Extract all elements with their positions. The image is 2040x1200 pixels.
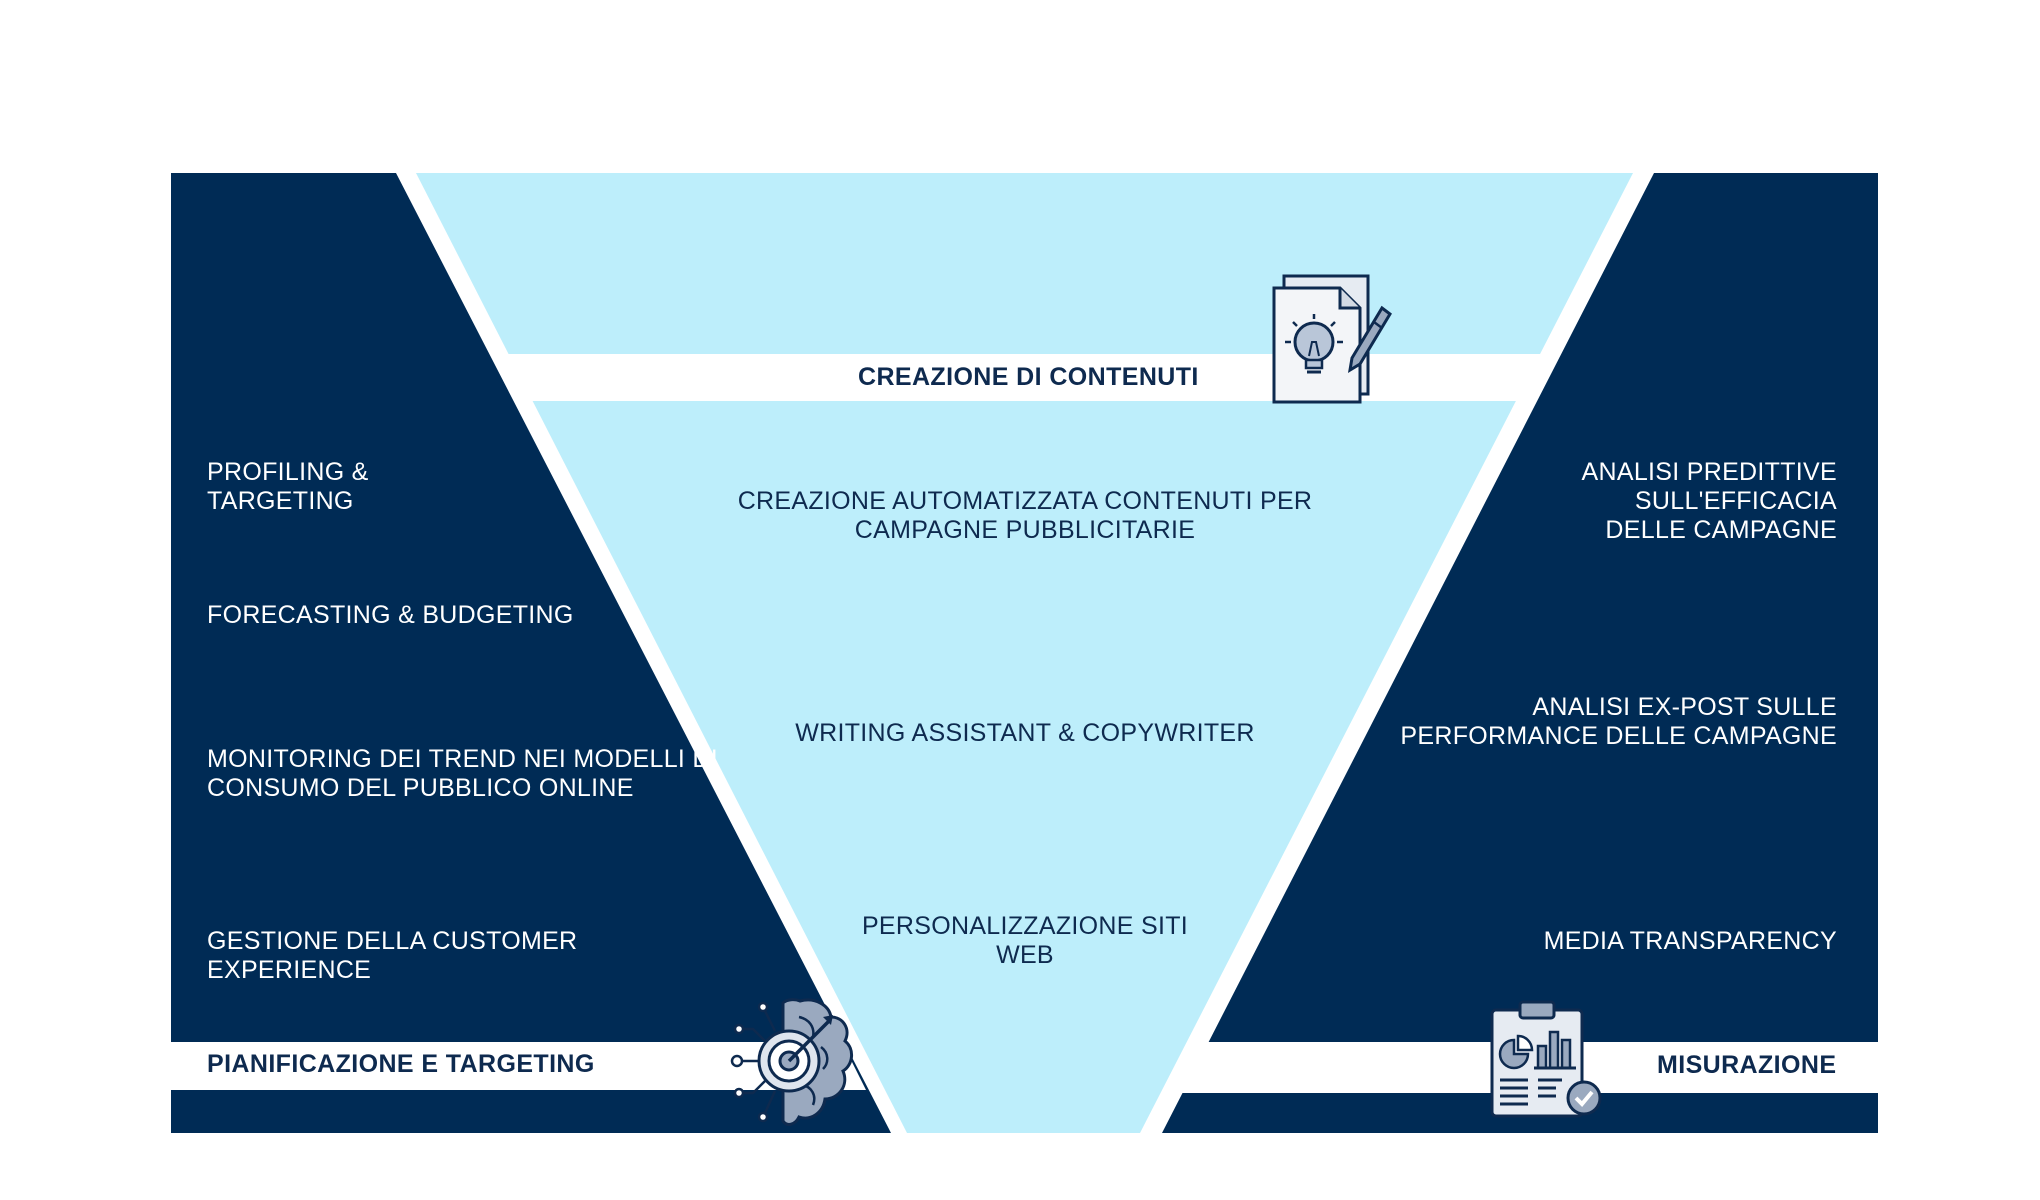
right-item-3: MEDIA TRANSPARENCY [1543,927,1837,955]
left-item-3: MONITORING DEI TREND NEI MODELLI DI CONS… [207,745,719,802]
top-item-2: WRITING ASSISTANT & COPYWRITER [795,719,1255,747]
center-funnel [416,173,1633,1133]
top-section-title: CREAZIONE DI CONTENUTI [858,363,1199,391]
right-panel [1162,173,1878,1133]
top-item-3: PERSONALIZZAZIONE SITI WEB [861,912,1189,969]
left-title-band [171,1042,866,1090]
brain-target-icon [730,998,853,1126]
left-panel [171,173,891,1133]
clipboard-chart-check-icon [1490,1000,1602,1118]
right-item-2: ANALISI EX-POST SULLE PERFORMANCE DELLE … [1400,693,1837,750]
left-item-2: FORECASTING & BUDGETING [207,601,574,629]
left-item-4: GESTIONE DELLA CUSTOMER EXPERIENCE [207,927,578,984]
right-item-1: ANALISI PREDITTIVE SULL'EFFICACIA DELLE … [1581,458,1837,544]
lightbulb-document-pencil-icon [1272,274,1392,404]
left-item-1: PROFILING & TARGETING [207,458,369,515]
top-item-1: CREAZIONE AUTOMATIZZATA CONTENUTI PER CA… [737,487,1313,544]
right-section-title: MISURAZIONE [1657,1051,1837,1079]
left-section-title: PIANIFICAZIONE E TARGETING [207,1050,595,1078]
